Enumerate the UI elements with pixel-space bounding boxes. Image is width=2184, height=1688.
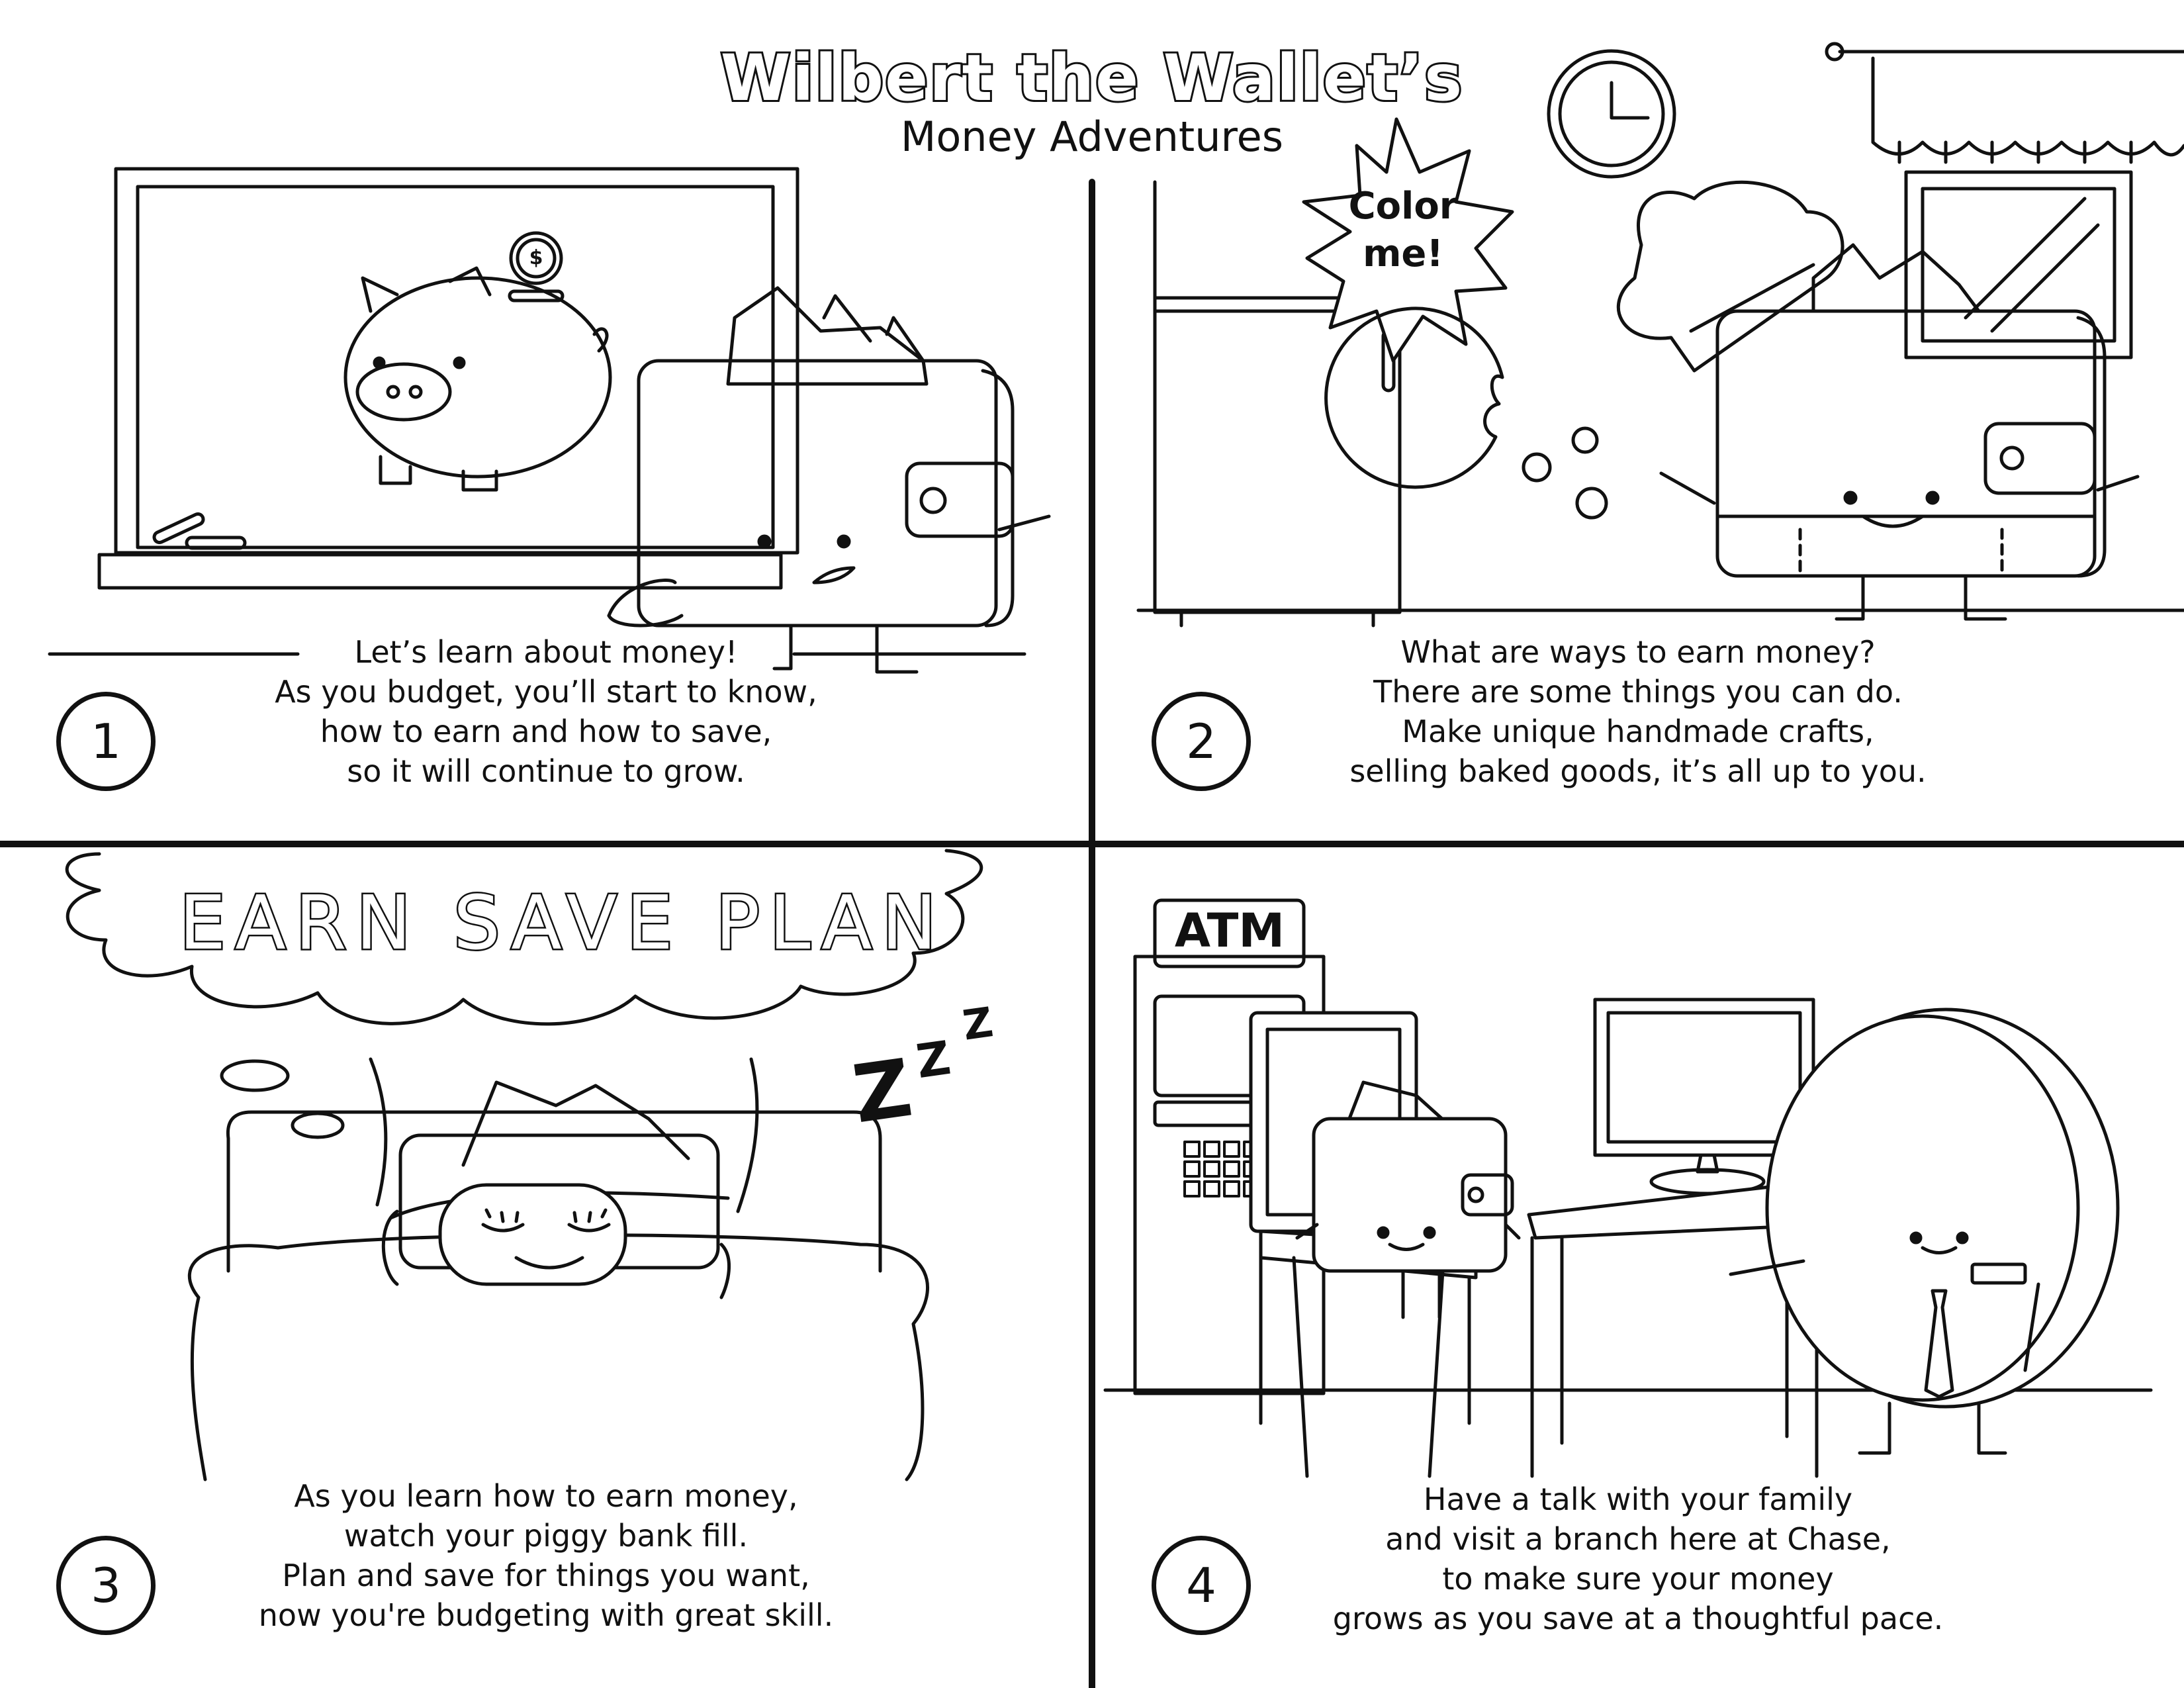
panel-4-verse: Have a talk with your family and visit a…	[1257, 1479, 2019, 1638]
coin-dollar-sign: $	[529, 246, 543, 269]
panel-4-line-3: to make sure your money	[1442, 1561, 1834, 1597]
panel-2-window-curtain	[1825, 42, 2184, 359]
panel-2-verse: What are ways to earn money? There are s…	[1257, 632, 2019, 791]
color-me-starburst	[1302, 117, 1514, 363]
panel-1-line-4: so it will continue to grow.	[347, 753, 745, 789]
panel-3-line-4: now you're budgeting with great skill.	[258, 1597, 834, 1633]
panel-4-line-2: and visit a branch here at Chase,	[1385, 1521, 1891, 1557]
panel-1-line-1: Let’s learn about money!	[354, 634, 738, 670]
panel-3-verse: As you learn how to earn money, watch yo…	[165, 1476, 927, 1635]
wallet-on-chair-character	[1295, 1080, 1521, 1319]
panel-2-line-3: Make unique handmade crafts,	[1402, 714, 1874, 749]
color-me-badge-line-1: Color	[1348, 185, 1458, 228]
panel-1-line-3: how to earn and how to save,	[320, 714, 772, 749]
panel-dividers	[0, 179, 2184, 1688]
panel-number-1: 1	[56, 692, 156, 791]
panel-number-2: 2	[1152, 692, 1251, 791]
coin-character	[1729, 1008, 2120, 1455]
panel-4-line-1: Have a talk with your family	[1423, 1481, 1853, 1517]
page-title: Wilbert the Wallet’s	[719, 39, 1465, 117]
cookie-icon	[1324, 306, 1608, 520]
page-subtitle: Money Adventures	[900, 113, 1284, 161]
panel-3-line-2: watch your piggy bank fill.	[343, 1518, 749, 1554]
wilbert-wallet-character-2	[1616, 180, 2140, 621]
panel-3-line-3: Plan and save for things you want,	[282, 1558, 810, 1593]
panel-2-fridge	[1136, 180, 2184, 628]
color-me-badge: Color me!	[1317, 183, 1489, 278]
atm-label: ATM	[1174, 904, 1285, 958]
wilbert-wallet-character-1	[607, 286, 1051, 674]
panel-3-bed	[187, 1057, 929, 1481]
panel-4-line-4: grows as you save at a thoughtful pace.	[1332, 1601, 1944, 1636]
panel-1-line-2: As you budget, you’ll start to know,	[275, 674, 817, 710]
panel-1-verse: Let’s learn about money! As you budget, …	[165, 632, 927, 791]
panel-2-line-2: There are some things you can do.	[1373, 674, 1903, 710]
color-me-badge-line-2: me!	[1363, 232, 1443, 275]
panel-number-3: 3	[56, 1536, 156, 1635]
panel-3-line-1: As you learn how to earn money,	[294, 1478, 798, 1514]
panel-1-chalkboard	[97, 167, 799, 590]
panel-2-line-4: selling baked goods, it’s all up to you.	[1349, 753, 1927, 789]
panel-2-line-1: What are ways to earn money?	[1400, 634, 1876, 670]
panel-2-clock-icon	[1547, 49, 1676, 179]
panel-number-4: 4	[1152, 1536, 1251, 1635]
piggy-bank-icon	[343, 231, 612, 492]
thought-bubble-text: EARN SAVE PLAN	[177, 879, 946, 968]
sleeping-wallet-character	[381, 1080, 731, 1299]
